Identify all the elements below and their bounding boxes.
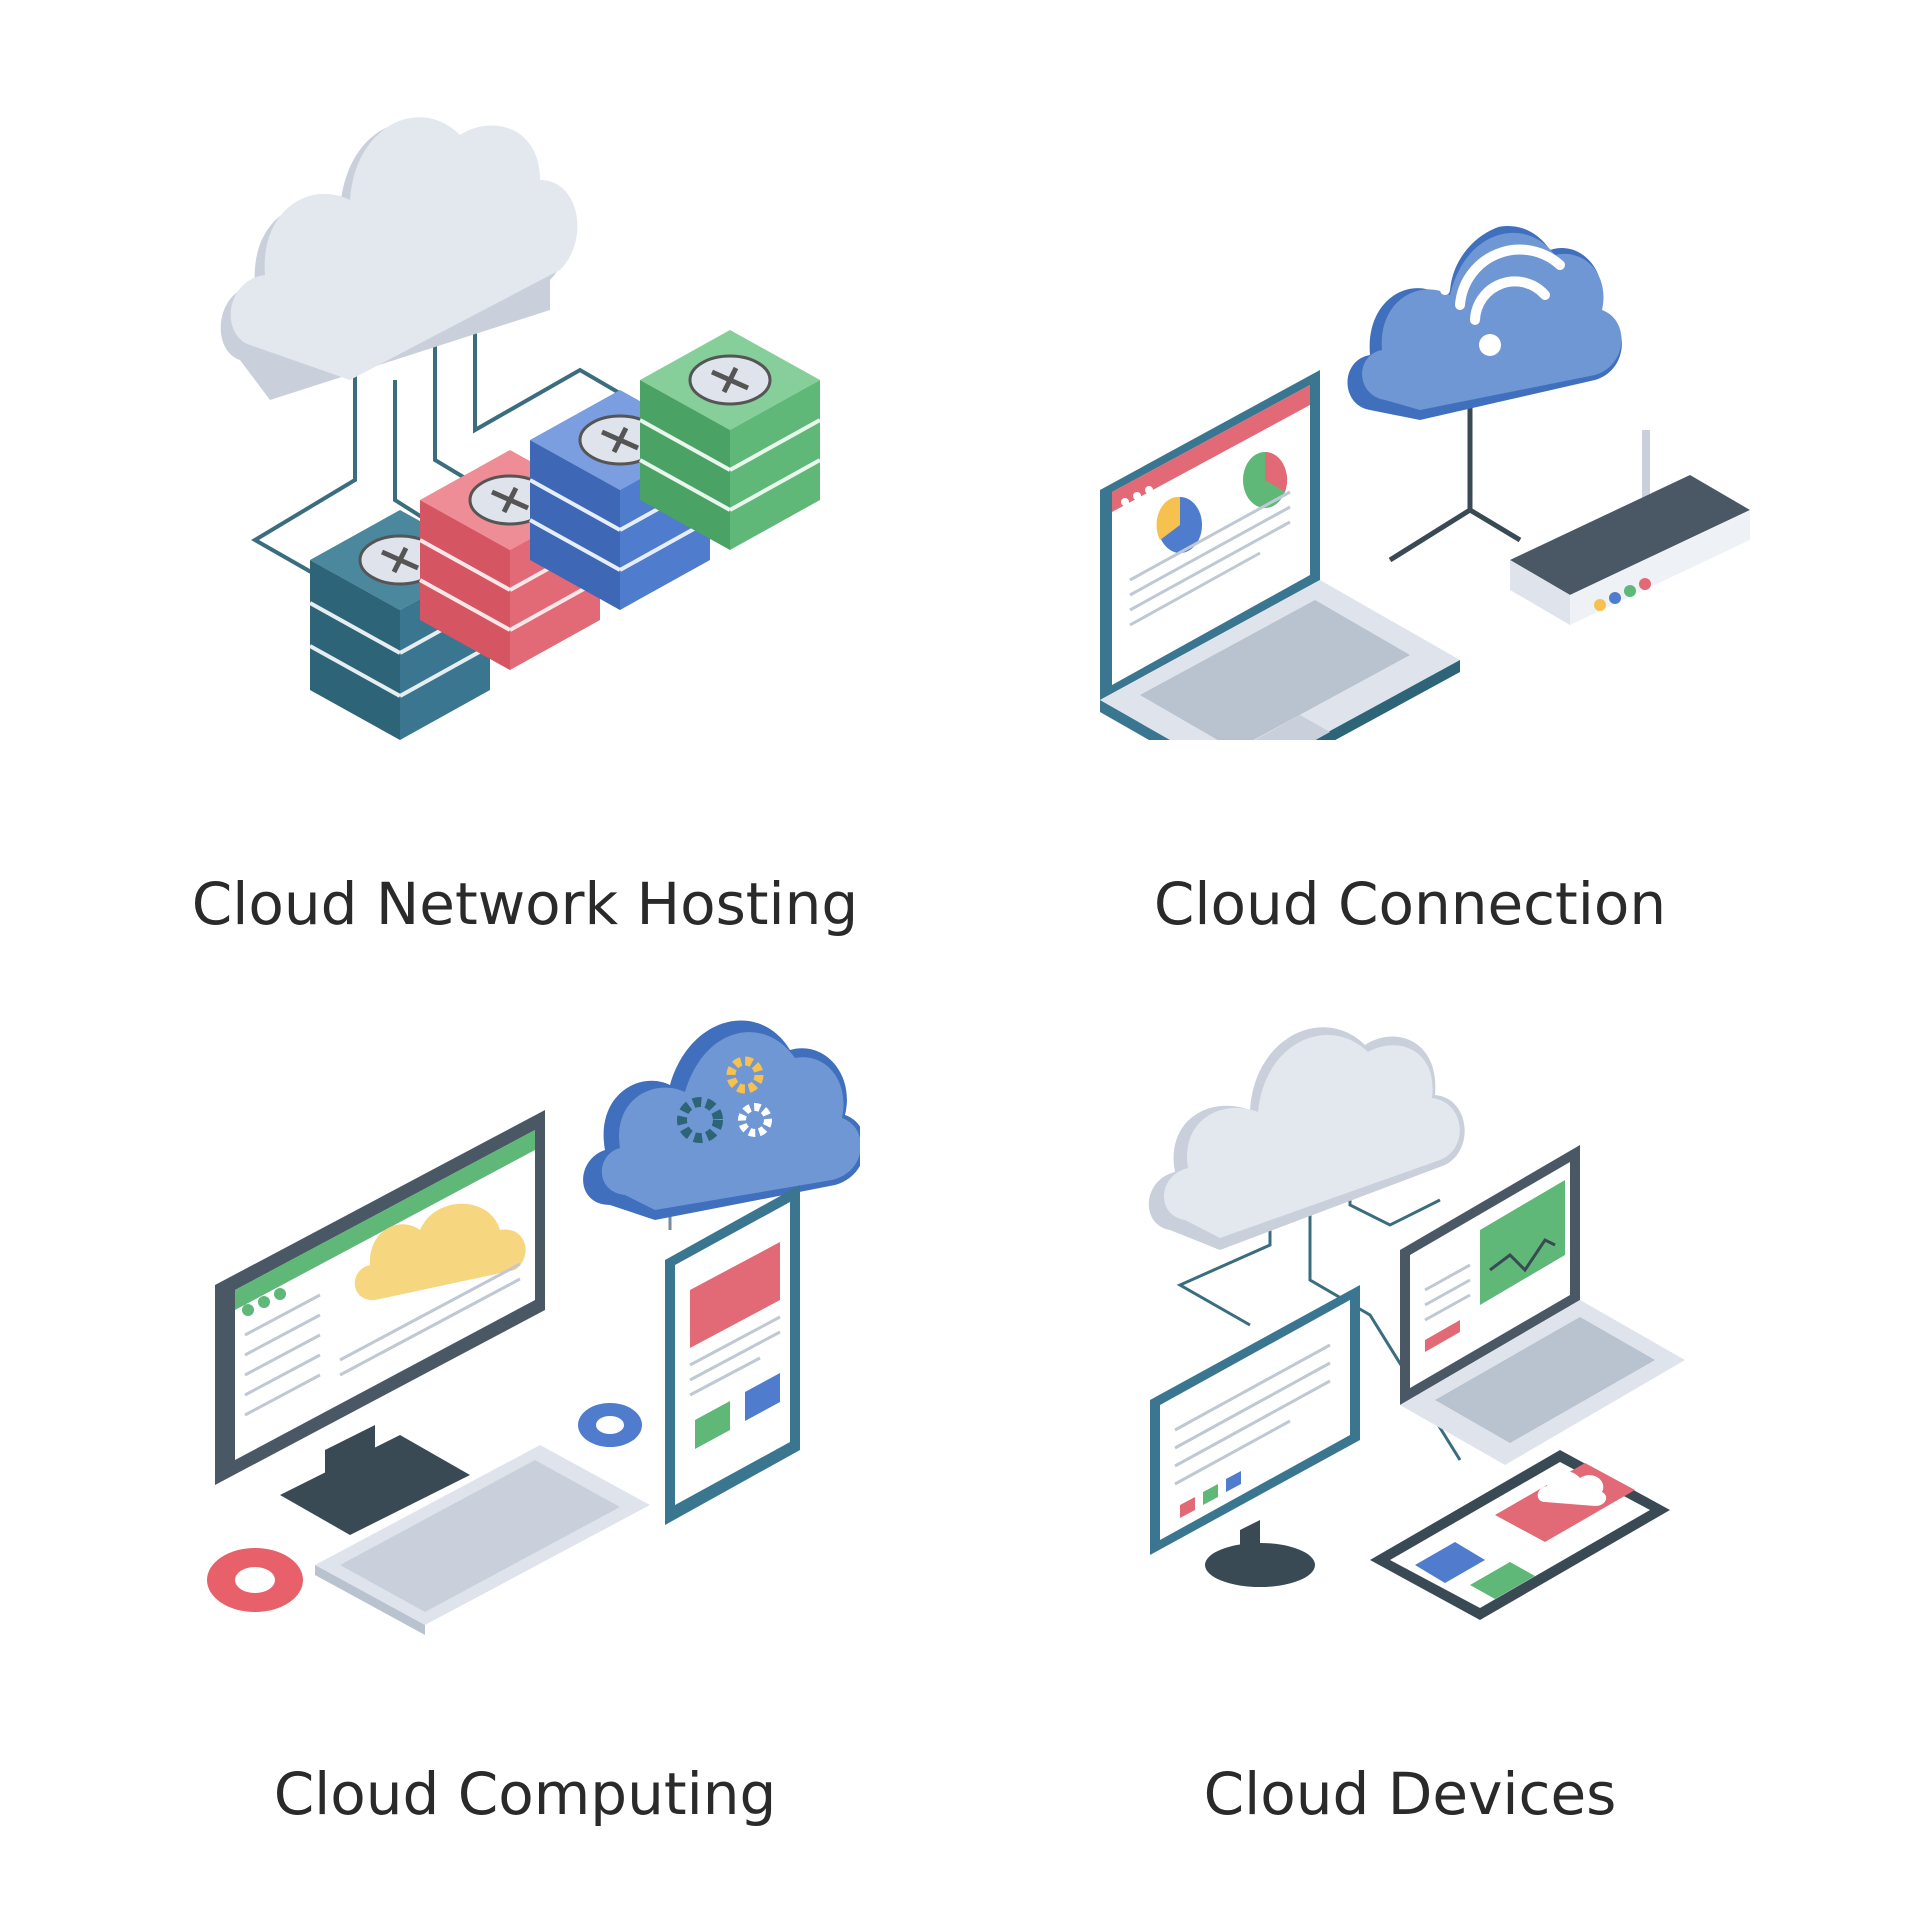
cloud-connection-illustration <box>1090 180 1750 792</box>
caption-cloud-devices: Cloud Devices <box>1203 1760 1617 1828</box>
wifi-cloud-icon <box>1347 212 1622 420</box>
smartphone-icon <box>665 1185 800 1525</box>
caption-cloud-connection: Cloud Connection <box>1153 870 1667 938</box>
laptop-icon <box>1100 370 1460 792</box>
cloud-network-hosting-illustration <box>210 80 850 760</box>
cloud-devices-illustration <box>1140 980 1700 1640</box>
server-stack-green <box>639 330 821 550</box>
keyboard-icon <box>315 1445 650 1635</box>
cloud-icon <box>1148 1027 1465 1250</box>
cloud-icon <box>220 117 578 401</box>
caption-cloud-network-hosting: Cloud Network Hosting <box>191 870 859 938</box>
caption-cloud-computing: Cloud Computing <box>273 1760 777 1828</box>
tablet-icon <box>1370 1450 1670 1620</box>
desktop-monitor-icon <box>215 1110 545 1535</box>
router-icon <box>1510 430 1750 625</box>
laptop-icon <box>1400 1145 1685 1465</box>
monitor-icon <box>1150 1285 1360 1587</box>
gear-icon-red <box>207 1548 303 1612</box>
cloud-computing-illustration <box>200 980 866 1640</box>
gear-icon-blue <box>578 1403 642 1447</box>
gears-cloud-icon <box>583 1020 866 1220</box>
